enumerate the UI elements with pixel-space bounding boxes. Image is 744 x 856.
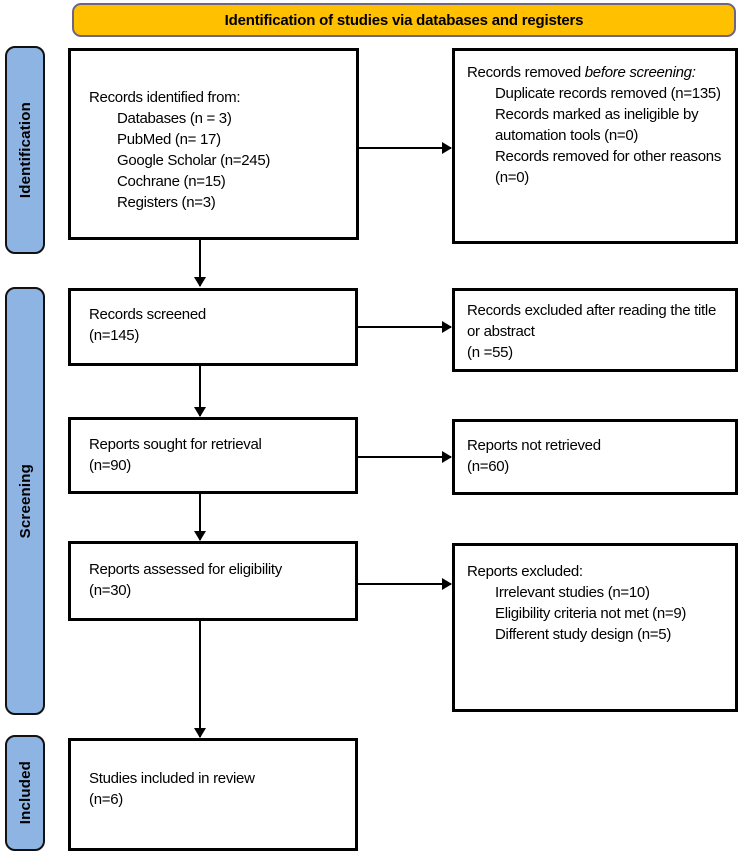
box-records-removed-title: Records removed before screening: xyxy=(467,62,729,83)
list-item: Different study design (n=5) xyxy=(495,626,672,643)
title-italic: before screening xyxy=(584,64,692,81)
box-reports-assessed-label: Reports assessed for eligibility xyxy=(89,561,282,578)
box-records-screened-label: Records screened xyxy=(89,306,206,323)
box-records-excluded-count: (n =55) xyxy=(467,344,513,361)
box-reports-not-retrieved-count: (n=60) xyxy=(467,458,509,475)
box-reports-excluded: Reports excluded: Irrelevant studies (n=… xyxy=(452,543,738,712)
box-reports-sought: Reports sought for retrieval (n=90) xyxy=(68,417,358,494)
list-item: Databases (n = 3) xyxy=(117,110,232,127)
box-records-excluded-label: Records excluded after reading the title… xyxy=(467,302,716,340)
arrow-right-identified-to-removed xyxy=(359,142,452,154)
banner-label: Identification of studies via databases … xyxy=(224,11,584,29)
stagebar-screening: Screening xyxy=(5,287,45,715)
box-records-identified-title: Records identified from: xyxy=(89,89,241,106)
stagebar-identification-label: Identification xyxy=(16,101,34,199)
arrow-down-assessed-to-included xyxy=(194,621,206,738)
box-records-excluded-after-reading: Records excluded after reading the title… xyxy=(452,288,738,372)
banner-identification-databases: Identification of studies via databases … xyxy=(72,3,736,37)
list-item: Google Scholar (n=245) xyxy=(117,152,271,169)
arrow-right-assessed-to-excluded xyxy=(358,578,452,590)
box-records-screened: Records screened (n=145) xyxy=(68,288,358,366)
list-item: Eligibility criteria not met (n=9) xyxy=(495,605,687,622)
arrow-right-sought-to-not-retrieved xyxy=(358,451,452,463)
list-item: Duplicate records removed (n=135) xyxy=(495,85,721,102)
box-reports-not-retrieved-label: Reports not retrieved xyxy=(467,437,601,454)
box-records-screened-count: (n=145) xyxy=(89,327,140,344)
box-studies-included: Studies included in review (n=6) xyxy=(68,738,358,851)
list-item: Cochrane (n=15) xyxy=(117,173,226,190)
box-records-identified: Records identified from: Databases (n = … xyxy=(68,48,359,240)
box-reports-excluded-title: Reports excluded: xyxy=(467,563,583,580)
box-studies-included-label: Studies included in review xyxy=(89,770,255,787)
stagebar-screening-label: Screening xyxy=(16,463,34,539)
list-item: Records removed for other reasons (n=0) xyxy=(495,148,722,186)
box-reports-assessed: Reports assessed for eligibility (n=30) xyxy=(68,541,358,621)
box-reports-sought-label: Reports sought for retrieval xyxy=(89,436,262,453)
stagebar-included: Included xyxy=(5,735,45,851)
list-item: PubMed (n= 17) xyxy=(117,131,221,148)
box-reports-sought-count: (n=90) xyxy=(89,457,131,474)
arrow-right-screened-to-excluded xyxy=(358,321,452,333)
box-reports-not-retrieved: Reports not retrieved (n=60) xyxy=(452,419,738,495)
list-item: Registers (n=3) xyxy=(117,194,216,211)
list-item: Records marked as ineligible by automati… xyxy=(495,106,699,144)
box-records-removed: Records removed before screening: Duplic… xyxy=(452,48,738,244)
box-reports-assessed-count: (n=30) xyxy=(89,582,131,599)
arrow-down-sought-to-assessed xyxy=(194,494,206,541)
list-item: Irrelevant studies (n=10) xyxy=(495,584,650,601)
arrow-down-identified-to-screened xyxy=(194,240,206,287)
box-studies-included-count: (n=6) xyxy=(89,791,123,808)
title-text: Records removed xyxy=(467,64,585,81)
arrow-down-screened-to-sought xyxy=(194,366,206,417)
title-colon: : xyxy=(691,64,696,81)
stagebar-identification: Identification xyxy=(5,46,45,254)
stagebar-included-label: Included xyxy=(16,761,34,825)
